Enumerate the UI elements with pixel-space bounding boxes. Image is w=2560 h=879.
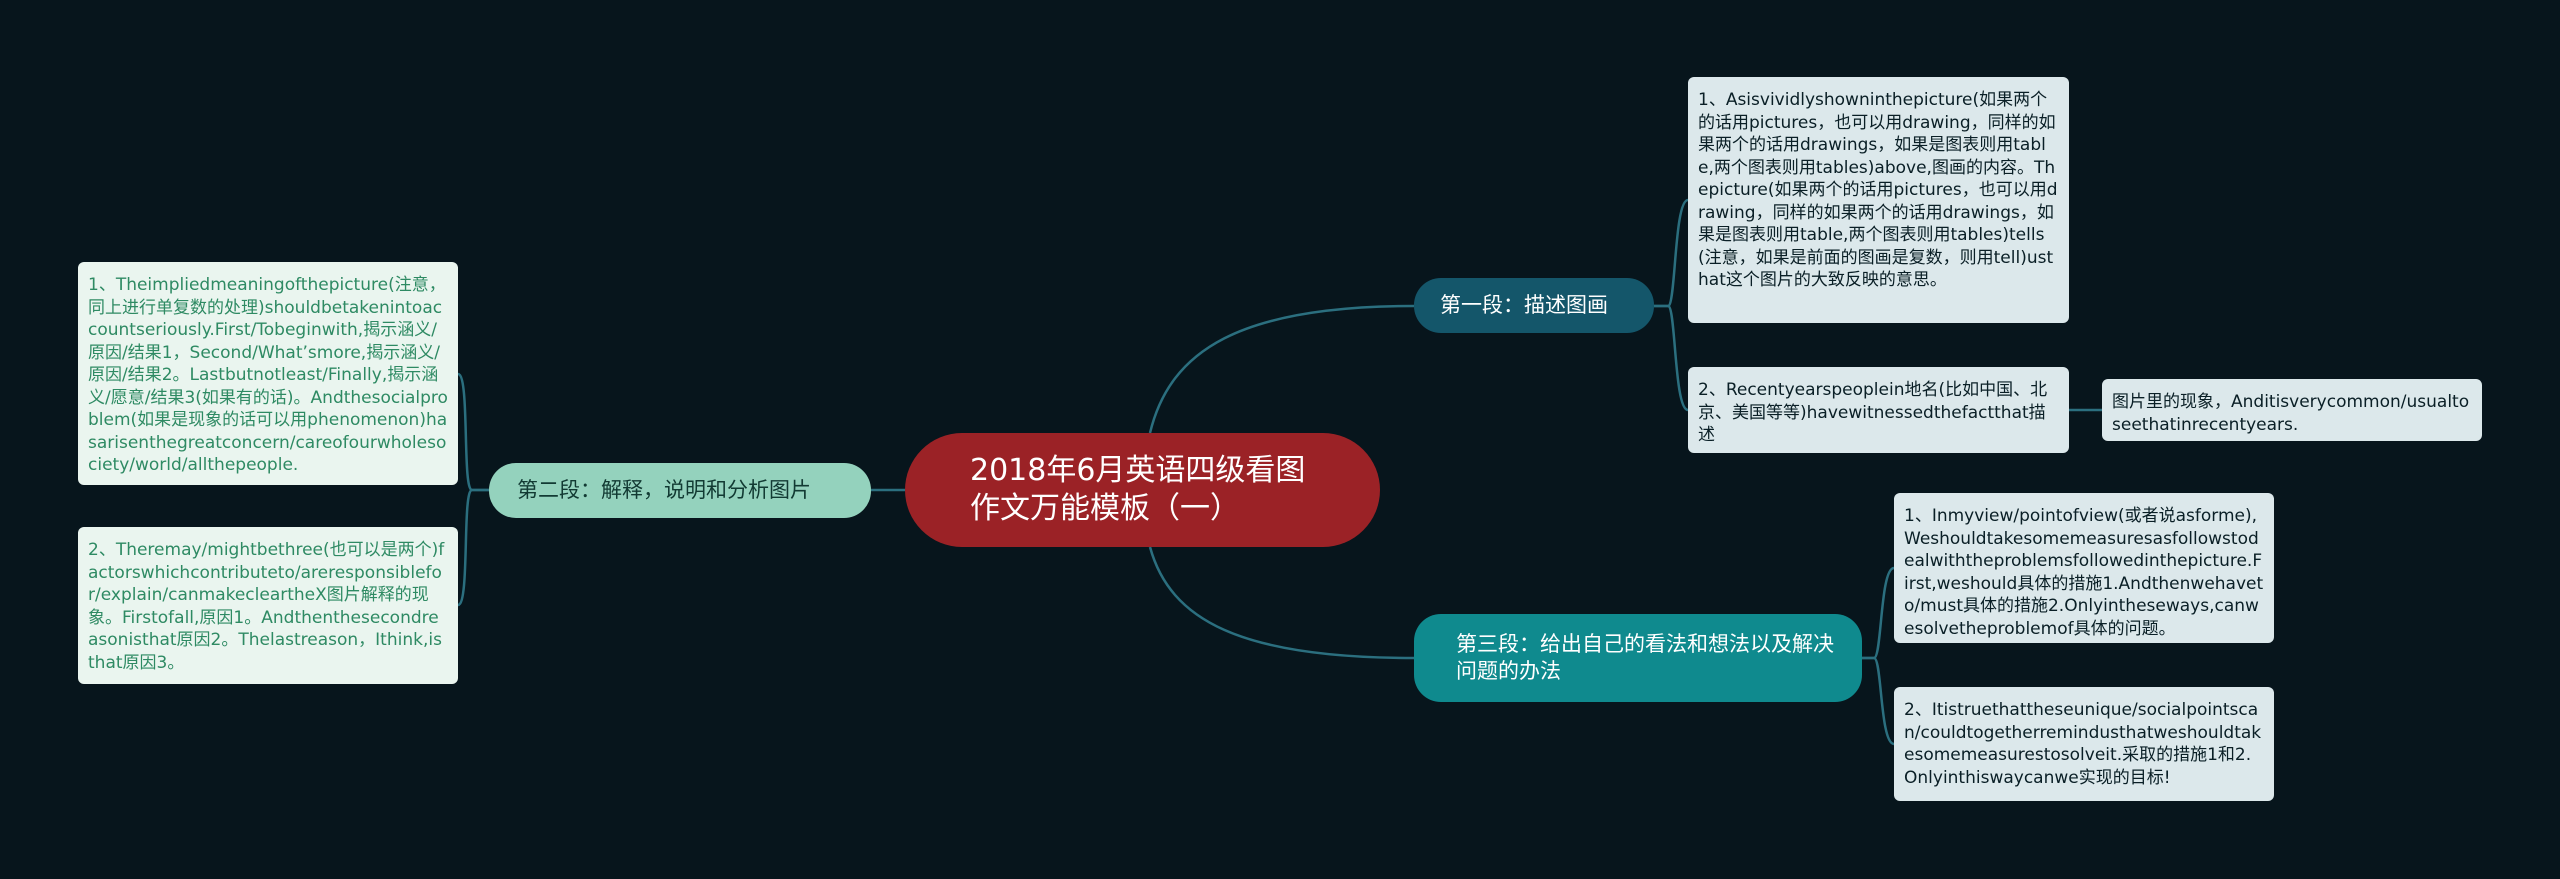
leaf-phenomenon-text: 图片里的现象，Anditisverycommon/usualtoseethati… [2112,392,2470,435]
link-branch1-leaf1 [1654,198,1689,308]
leaf-phenomenon[interactable]: 图片里的现象，Anditisverycommon/usualtoseethati… [2102,379,2482,441]
link-branch2-leaf4 [456,372,489,492]
leaf-recent-years-text: 2、Recentyearspeoplein地名(比如中国、北京、美国等等)hav… [1698,380,2048,445]
link-root-branch3 [1148,546,1415,660]
branch-paragraph-1[interactable]: 第一段：描述图画 [1414,278,1654,333]
branch-paragraph-1-label: 第一段：描述图画 [1440,293,1608,317]
central-topic-label: 2018年6月英语四级看图作文万能模板（一） [970,453,1306,526]
leaf-implied-meaning[interactable]: 1、Theimpliedmeaningofthepicture(注意，同上进行单… [78,262,458,485]
branch-paragraph-2-label: 第二段：解释，说明和分析图片 [517,478,811,502]
leaf-describe-picture[interactable]: 1、Asisvividlyshowninthepicture(如果两个的话用pi… [1688,77,2069,323]
link-branch2-leaf5 [456,488,489,607]
link-branch1-leaf2 [1654,304,1689,412]
leaf-implied-meaning-text: 1、Theimpliedmeaningofthepicture(注意，同上进行单… [88,275,448,475]
branch-paragraph-3-label: 第三段：给出自己的看法和想法以及解决问题的办法 [1456,632,1834,683]
leaf-recent-years[interactable]: 2、Recentyearspeoplein地名(比如中国、北京、美国等等)hav… [1688,367,2069,453]
branch-paragraph-3[interactable]: 第三段：给出自己的看法和想法以及解决问题的办法 [1414,614,1862,702]
leaf-describe-picture-text: 1、Asisvividlyshowninthepicture(如果两个的话用pi… [1698,90,2058,290]
link-branch3-leaf7 [1862,656,1895,746]
link-root-branch1 [1148,304,1415,434]
leaf-my-view-text: 1、Inmyview/pointofview(或者说asforme),Wesho… [1904,506,2264,639]
leaf-factors-text: 2、Theremay/mightbethree(也可以是两个)factorswh… [88,540,445,673]
leaf-conclusion-text: 2、Itistruethattheseunique/socialpointsca… [1904,700,2262,788]
branch-paragraph-2[interactable]: 第二段：解释，说明和分析图片 [489,463,871,518]
central-topic[interactable]: 2018年6月英语四级看图作文万能模板（一） [905,433,1380,547]
link-branch3-leaf6 [1862,566,1895,660]
leaf-my-view[interactable]: 1、Inmyview/pointofview(或者说asforme),Wesho… [1894,493,2274,643]
leaf-conclusion[interactable]: 2、Itistruethattheseunique/socialpointsca… [1894,687,2274,801]
leaf-factors[interactable]: 2、Theremay/mightbethree(也可以是两个)factorswh… [78,527,458,684]
